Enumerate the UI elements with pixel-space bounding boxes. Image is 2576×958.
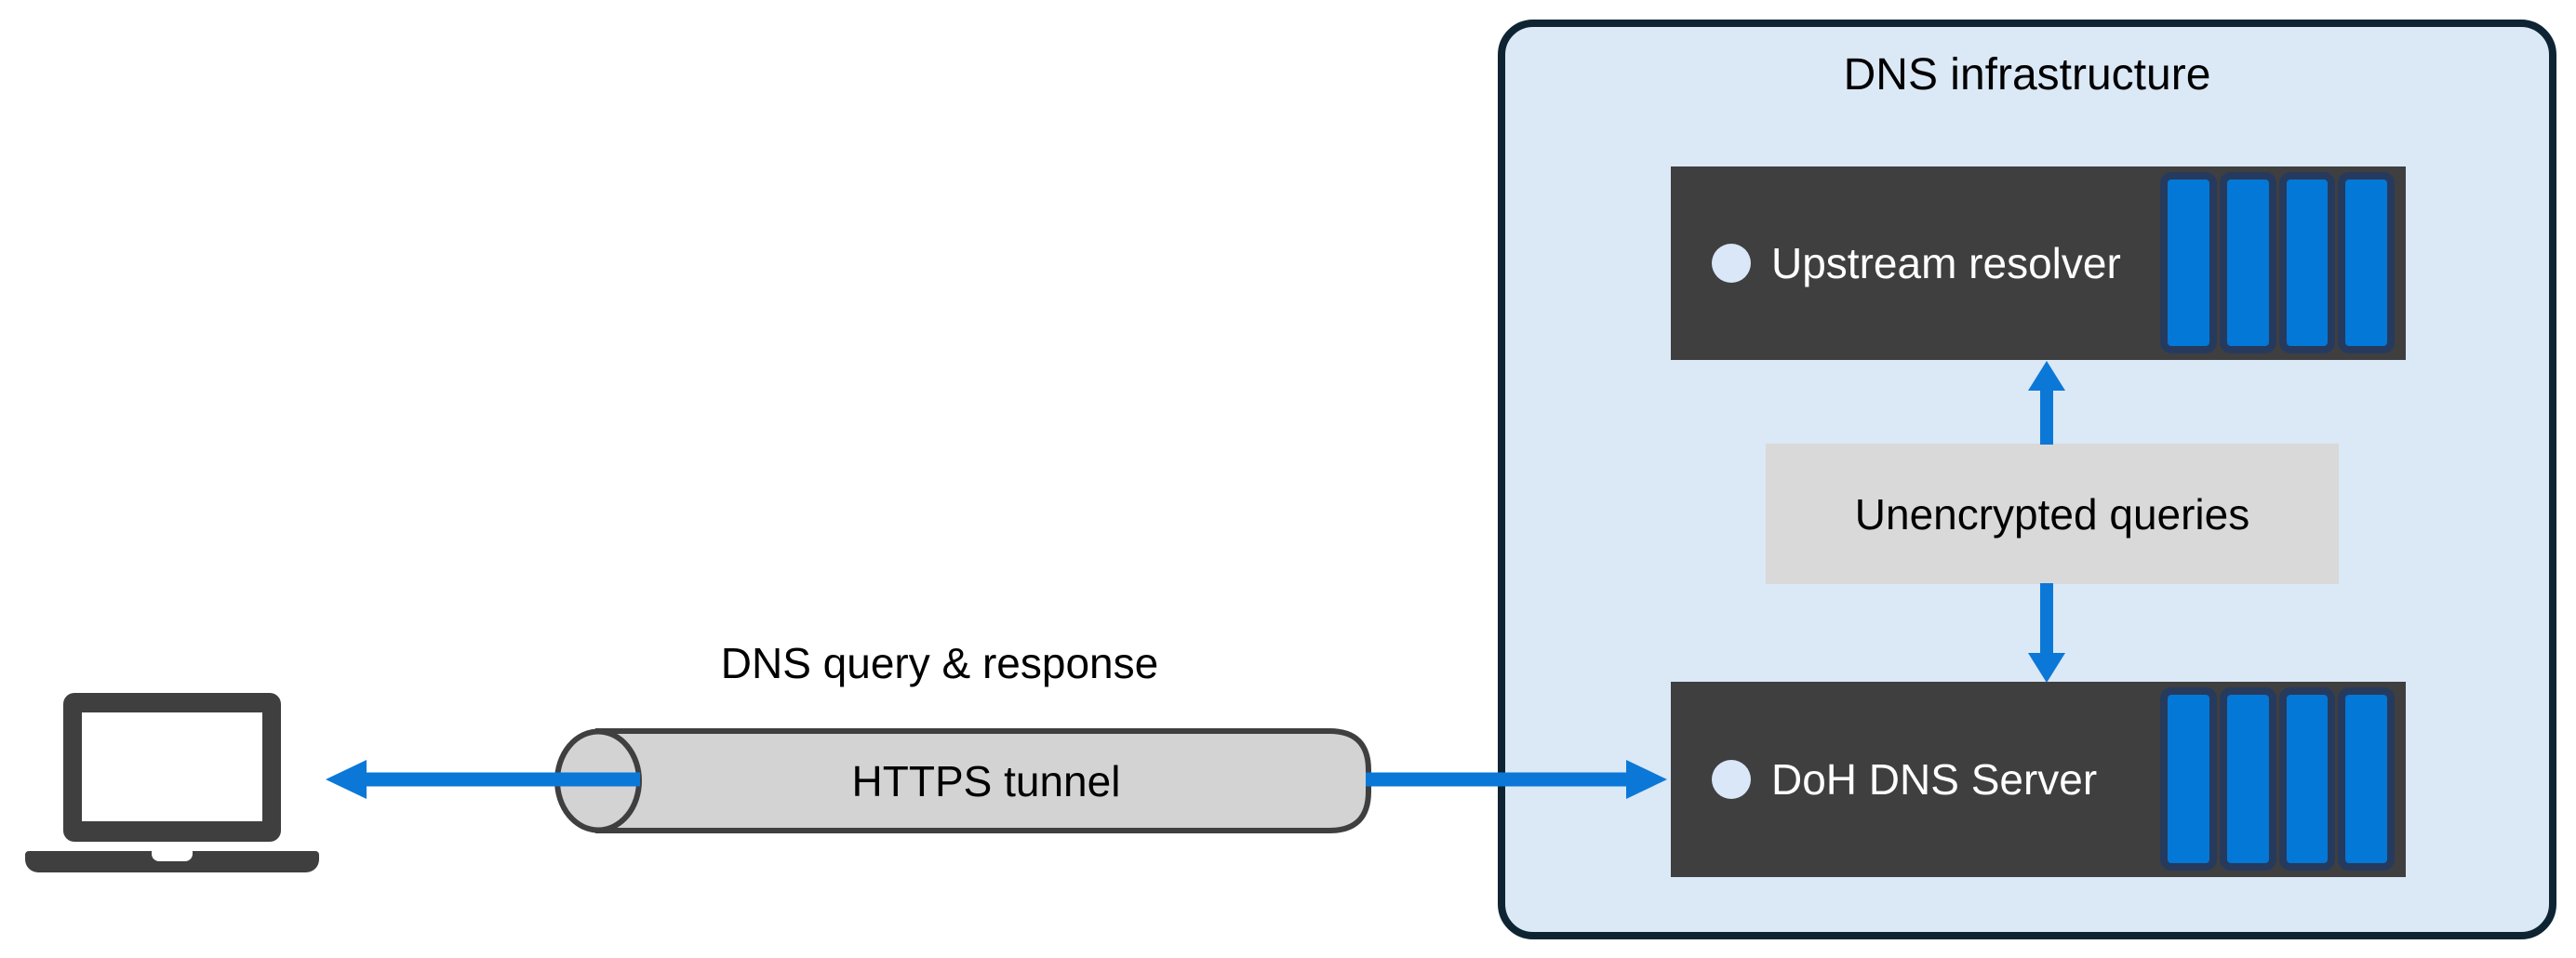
laptop-notch <box>152 851 193 861</box>
status-dot-icon <box>1712 244 1751 283</box>
disk-bar <box>2338 687 2395 871</box>
disk-bar <box>2278 687 2336 871</box>
status-dot-icon <box>1712 760 1751 799</box>
dns-infrastructure-title: DNS infrastructure <box>1843 50 2211 100</box>
disk-bar <box>2278 172 2336 353</box>
disk-bar <box>2160 172 2217 353</box>
disk-bar <box>2219 687 2276 871</box>
disk-array-icon <box>2160 687 2395 871</box>
doh-dns-server: DoH DNS Server <box>1671 682 2406 877</box>
disk-array-icon <box>2160 172 2395 353</box>
disk-bar <box>2219 172 2276 353</box>
upstream-resolver-server: Upstream resolver <box>1671 166 2406 360</box>
laptop-base <box>25 851 319 872</box>
laptop-icon <box>25 693 319 872</box>
disk-bar <box>2160 687 2217 871</box>
tunnel-cylinder <box>554 728 1371 833</box>
doh-server-label: DoH DNS Server <box>1771 755 2098 804</box>
connection-label: DNS query & response <box>720 639 1159 687</box>
disk-bar <box>2338 172 2395 353</box>
laptop-screen <box>63 693 281 842</box>
unencrypted-queries-box: Unencrypted queries <box>1766 444 2339 584</box>
tunnel-label: HTTPS tunnel <box>851 757 1121 805</box>
laptop-screen-display <box>82 712 262 821</box>
upstream-resolver-label: Upstream resolver <box>1771 239 2121 287</box>
https-tunnel-shape <box>551 725 1383 837</box>
